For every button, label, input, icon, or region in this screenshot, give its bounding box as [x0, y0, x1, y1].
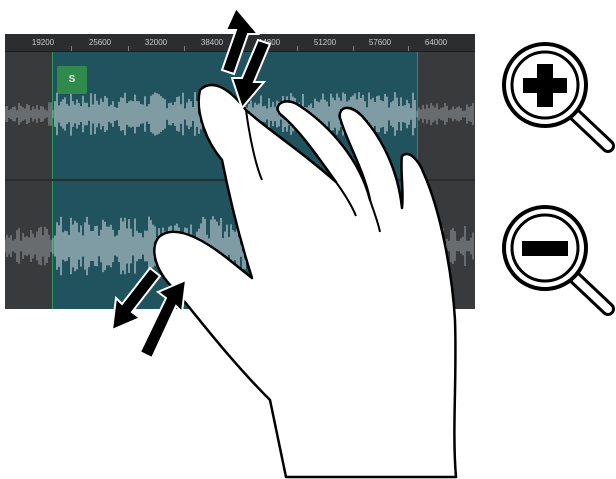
- spread-arrow-down-icon: [112, 268, 160, 330]
- zoom-out-icon[interactable]: [504, 207, 608, 309]
- pinch-hand-icon: [154, 85, 456, 477]
- zoom-in-icon[interactable]: [504, 44, 608, 146]
